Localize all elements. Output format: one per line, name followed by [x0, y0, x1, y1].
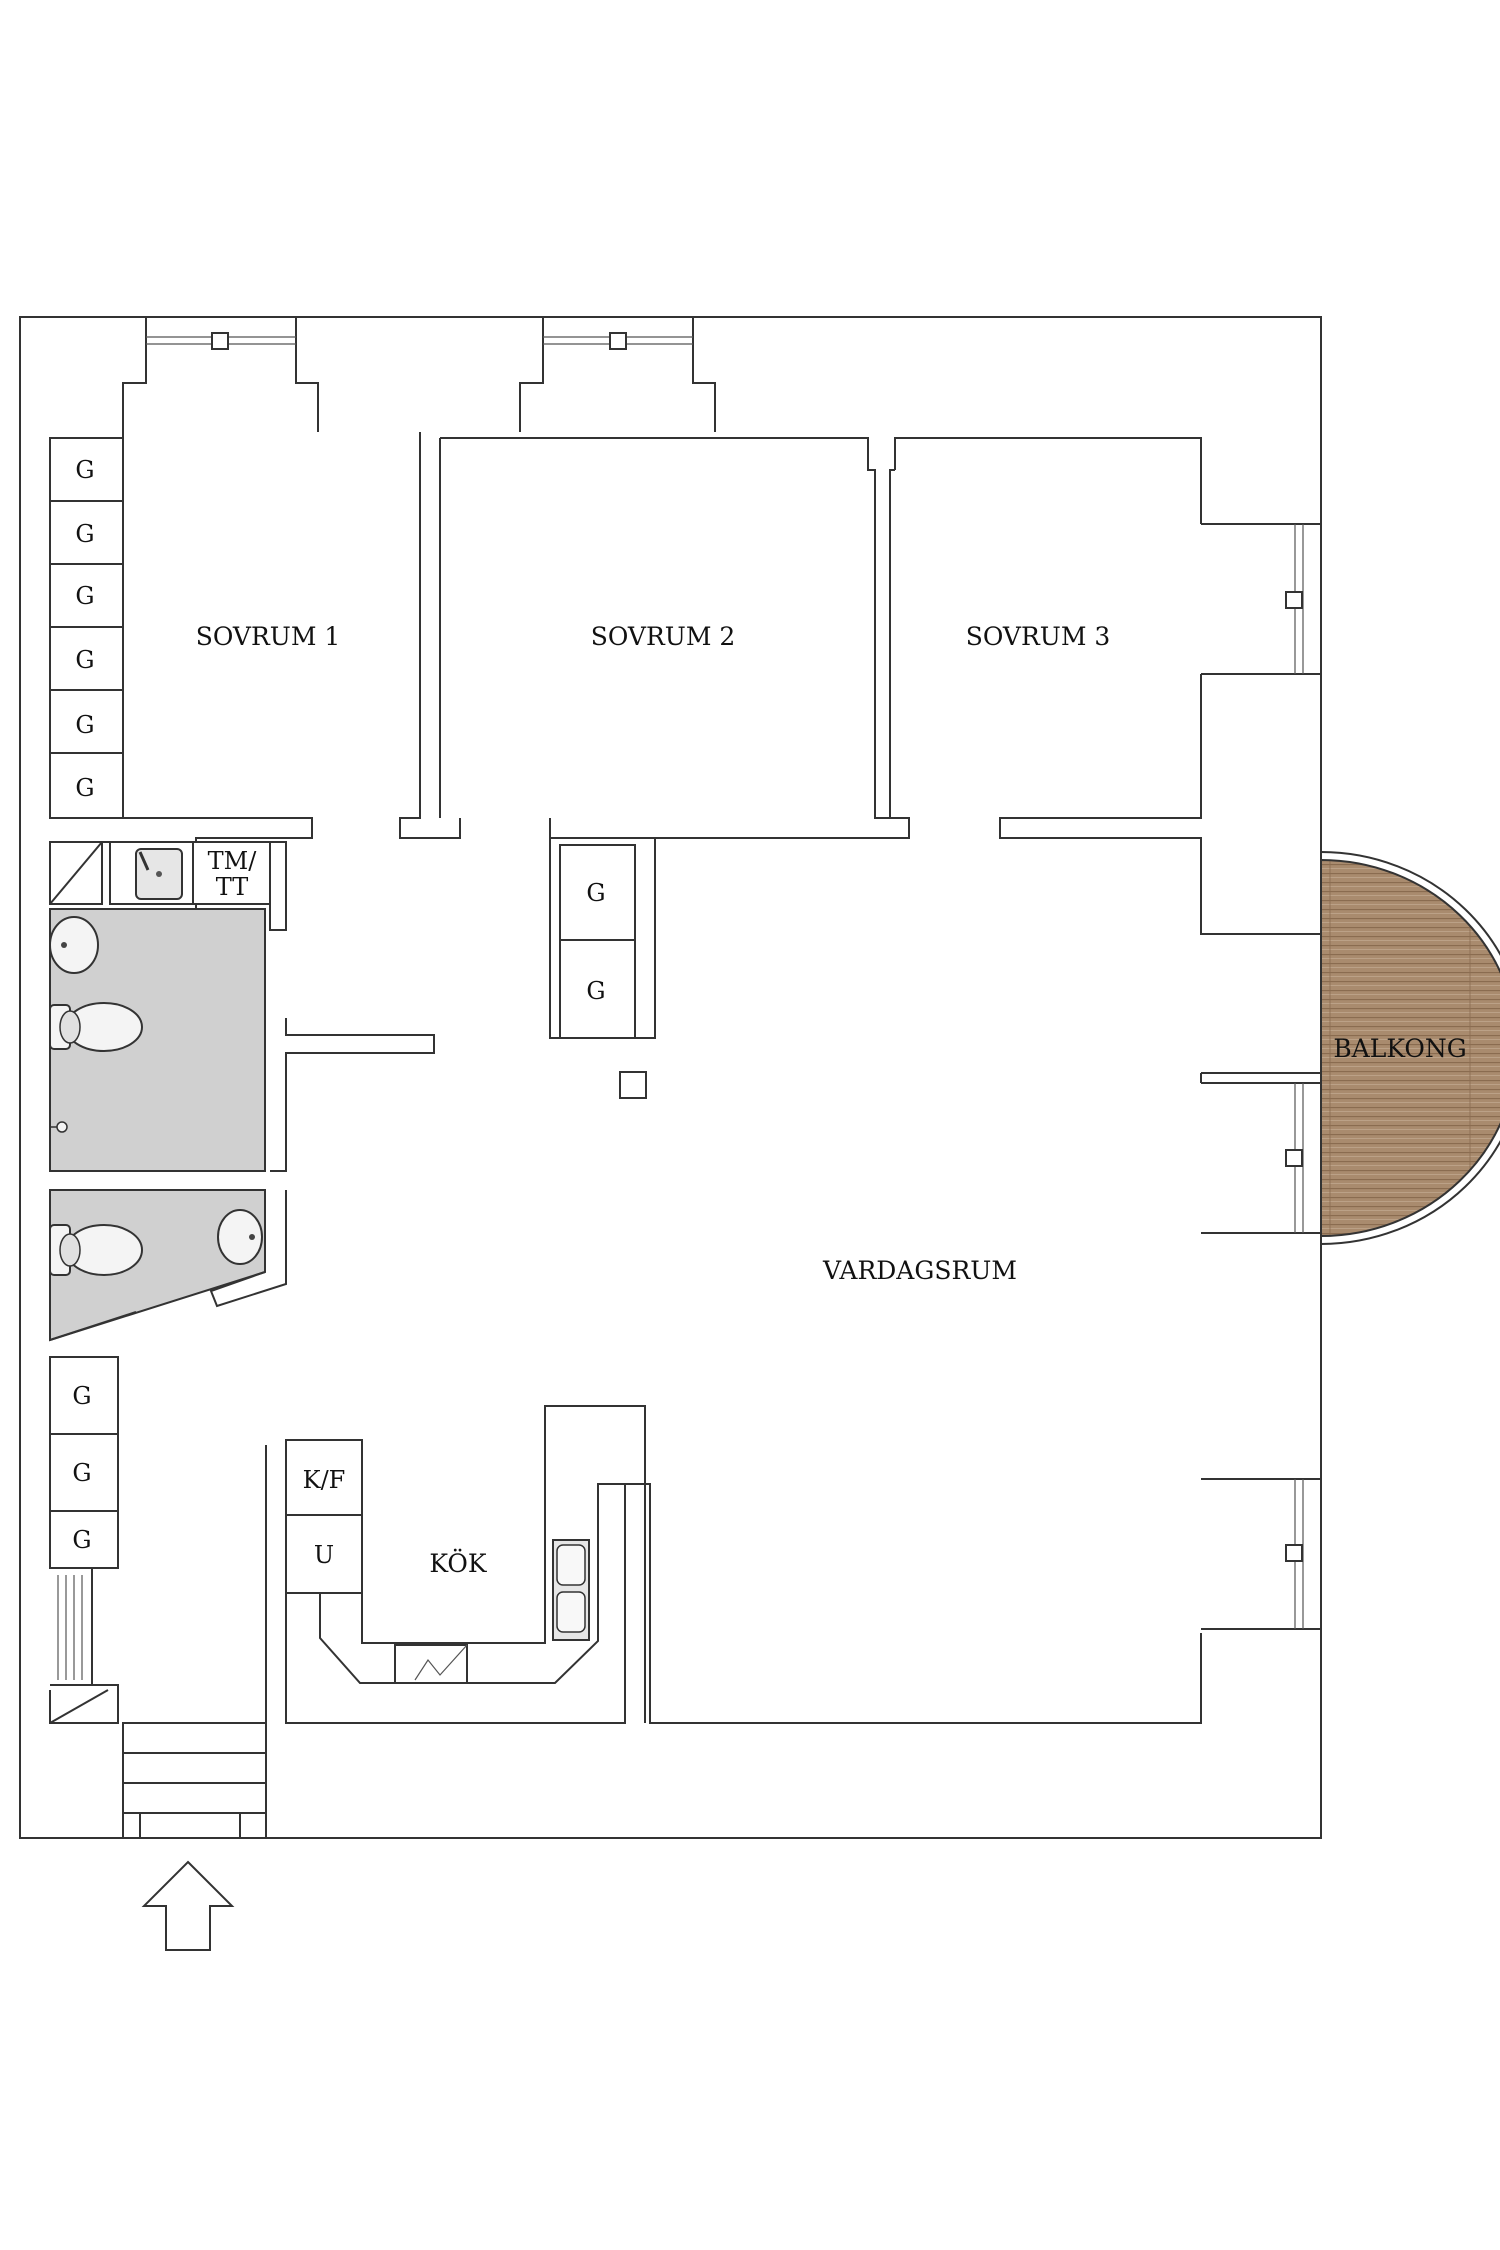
toilet-icon: [49, 1002, 143, 1052]
wardrobe-label: G: [72, 1526, 91, 1554]
sovrum1-wardrobes: G G G G G G: [49, 437, 124, 819]
wardrobe-label: G: [75, 774, 94, 802]
wardrobe-label: G: [72, 1459, 91, 1487]
wardrobe-label: G: [75, 520, 94, 548]
wardrobe-label: G: [75, 711, 94, 739]
room-label-sovrum3: SOVRUM 3: [966, 622, 1111, 651]
wardrobe-label: G: [75, 646, 94, 674]
laundry-label-line2: TT: [216, 873, 248, 901]
room-label-vardagsrum: VARDAGSRUM: [822, 1256, 1017, 1285]
right-window-3: [1201, 1478, 1321, 1630]
wardrobe-label: G: [72, 1382, 91, 1410]
toilet-icon: [49, 1224, 143, 1276]
bathroom-2: [49, 1189, 287, 1342]
fridge-freezer-label: K/F: [303, 1466, 346, 1494]
corridor-upper-walls: [549, 837, 1321, 1083]
room-label-sovrum1: SOVRUM 1: [196, 622, 341, 651]
room-label-kok: KÖK: [429, 1549, 488, 1578]
bathroom-1: [49, 908, 435, 1172]
kitchen-counter: [319, 1405, 650, 1723]
utility-box: [49, 1684, 119, 1724]
corridor-wardrobes: G G: [559, 844, 636, 1039]
sink-icon: [49, 916, 99, 974]
wardrobe-label: G: [586, 977, 605, 1005]
room-label-balkong: BALKONG: [1333, 1034, 1466, 1063]
laundry-label-line1: TM/: [208, 847, 258, 875]
sovrum2-walls: [439, 437, 910, 1039]
balcony: [1320, 851, 1500, 1245]
wardrobe-label: G: [75, 582, 94, 610]
wardrobe-label: G: [75, 456, 94, 484]
right-window-2: [1201, 1082, 1321, 1234]
sovrum3-walls: [889, 437, 1202, 842]
radiator-icon: [50, 1567, 93, 1686]
top-window-1: [122, 317, 319, 432]
room-label-sovrum2: SOVRUM 2: [591, 622, 736, 651]
right-window-1: [1201, 523, 1321, 675]
oven-label: U: [314, 1541, 334, 1569]
entrance-arrow-icon: [141, 1860, 235, 1951]
sink-icon: [217, 1209, 263, 1265]
wardrobe-label: G: [586, 879, 605, 907]
top-window-2: [519, 317, 716, 432]
hall-wardrobes: G G G: [49, 1356, 119, 1569]
entrance-stairs: [122, 1722, 267, 1839]
laundry-area: TM/ TT: [49, 841, 287, 931]
kitchen: K/F U: [285, 1405, 1202, 1724]
drain-icon: [56, 1121, 68, 1133]
column-square: [619, 1071, 647, 1099]
